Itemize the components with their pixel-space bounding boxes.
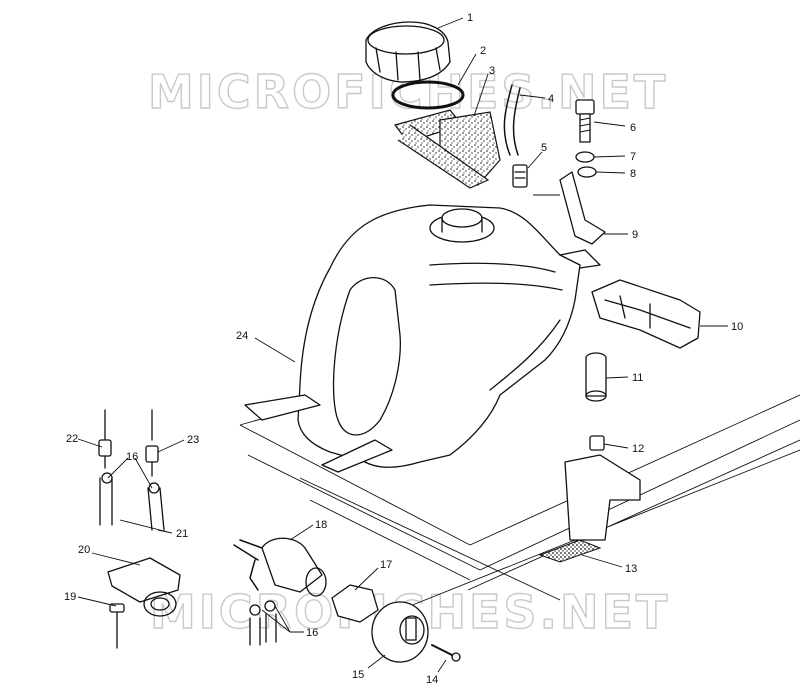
vent-hose <box>503 84 521 156</box>
callout-12: 12 <box>632 443 644 455</box>
rivet <box>109 603 125 649</box>
callout-24: 24 <box>236 330 248 342</box>
vent-fitting <box>512 164 528 188</box>
callout-21: 21 <box>176 528 188 540</box>
callout-22: 22 <box>66 433 78 445</box>
callout-10: 10 <box>731 321 743 333</box>
clamp-bracket <box>107 557 181 617</box>
bushing <box>589 435 605 451</box>
callout-16-top: 16 <box>126 451 138 463</box>
callout-4: 4 <box>548 93 554 105</box>
fuel-filter <box>233 537 327 597</box>
bolt <box>575 99 595 143</box>
callout-13: 13 <box>625 563 637 575</box>
callout-6: 6 <box>630 122 636 134</box>
callout-16-bottom: 16 <box>306 627 318 639</box>
callout-15: 15 <box>352 669 364 681</box>
callout-18: 18 <box>315 519 327 531</box>
hose-clamps-lower <box>249 600 277 646</box>
leader-lines <box>77 17 728 673</box>
fuel-cap <box>365 21 451 83</box>
frame-support <box>564 454 641 541</box>
callout-7: 7 <box>630 151 636 163</box>
callout-9: 9 <box>632 229 638 241</box>
mounting-block <box>591 279 701 349</box>
callout-1: 1 <box>467 12 473 24</box>
lock-washer <box>575 151 595 163</box>
callout-8: 8 <box>630 168 636 180</box>
callout-17: 17 <box>380 559 392 571</box>
hex-nut <box>331 584 379 623</box>
callout-3: 3 <box>489 65 495 77</box>
filter-foam <box>393 109 501 189</box>
fuel-gauge-cap <box>371 601 429 663</box>
spacer-tube <box>585 352 607 402</box>
fuel-hoses <box>98 409 165 531</box>
callout-11: 11 <box>632 372 643 384</box>
callout-2: 2 <box>480 45 486 57</box>
tank-bracket <box>559 171 606 245</box>
callout-19: 19 <box>64 591 76 603</box>
callout-20: 20 <box>78 544 90 556</box>
callout-5: 5 <box>541 142 547 154</box>
flat-washer <box>577 166 597 178</box>
cap-o-ring <box>391 80 465 110</box>
callout-14: 14 <box>426 674 438 686</box>
callout-23: 23 <box>187 434 199 446</box>
decal <box>538 539 602 563</box>
fuel-tank <box>244 204 601 473</box>
screw <box>431 644 461 662</box>
